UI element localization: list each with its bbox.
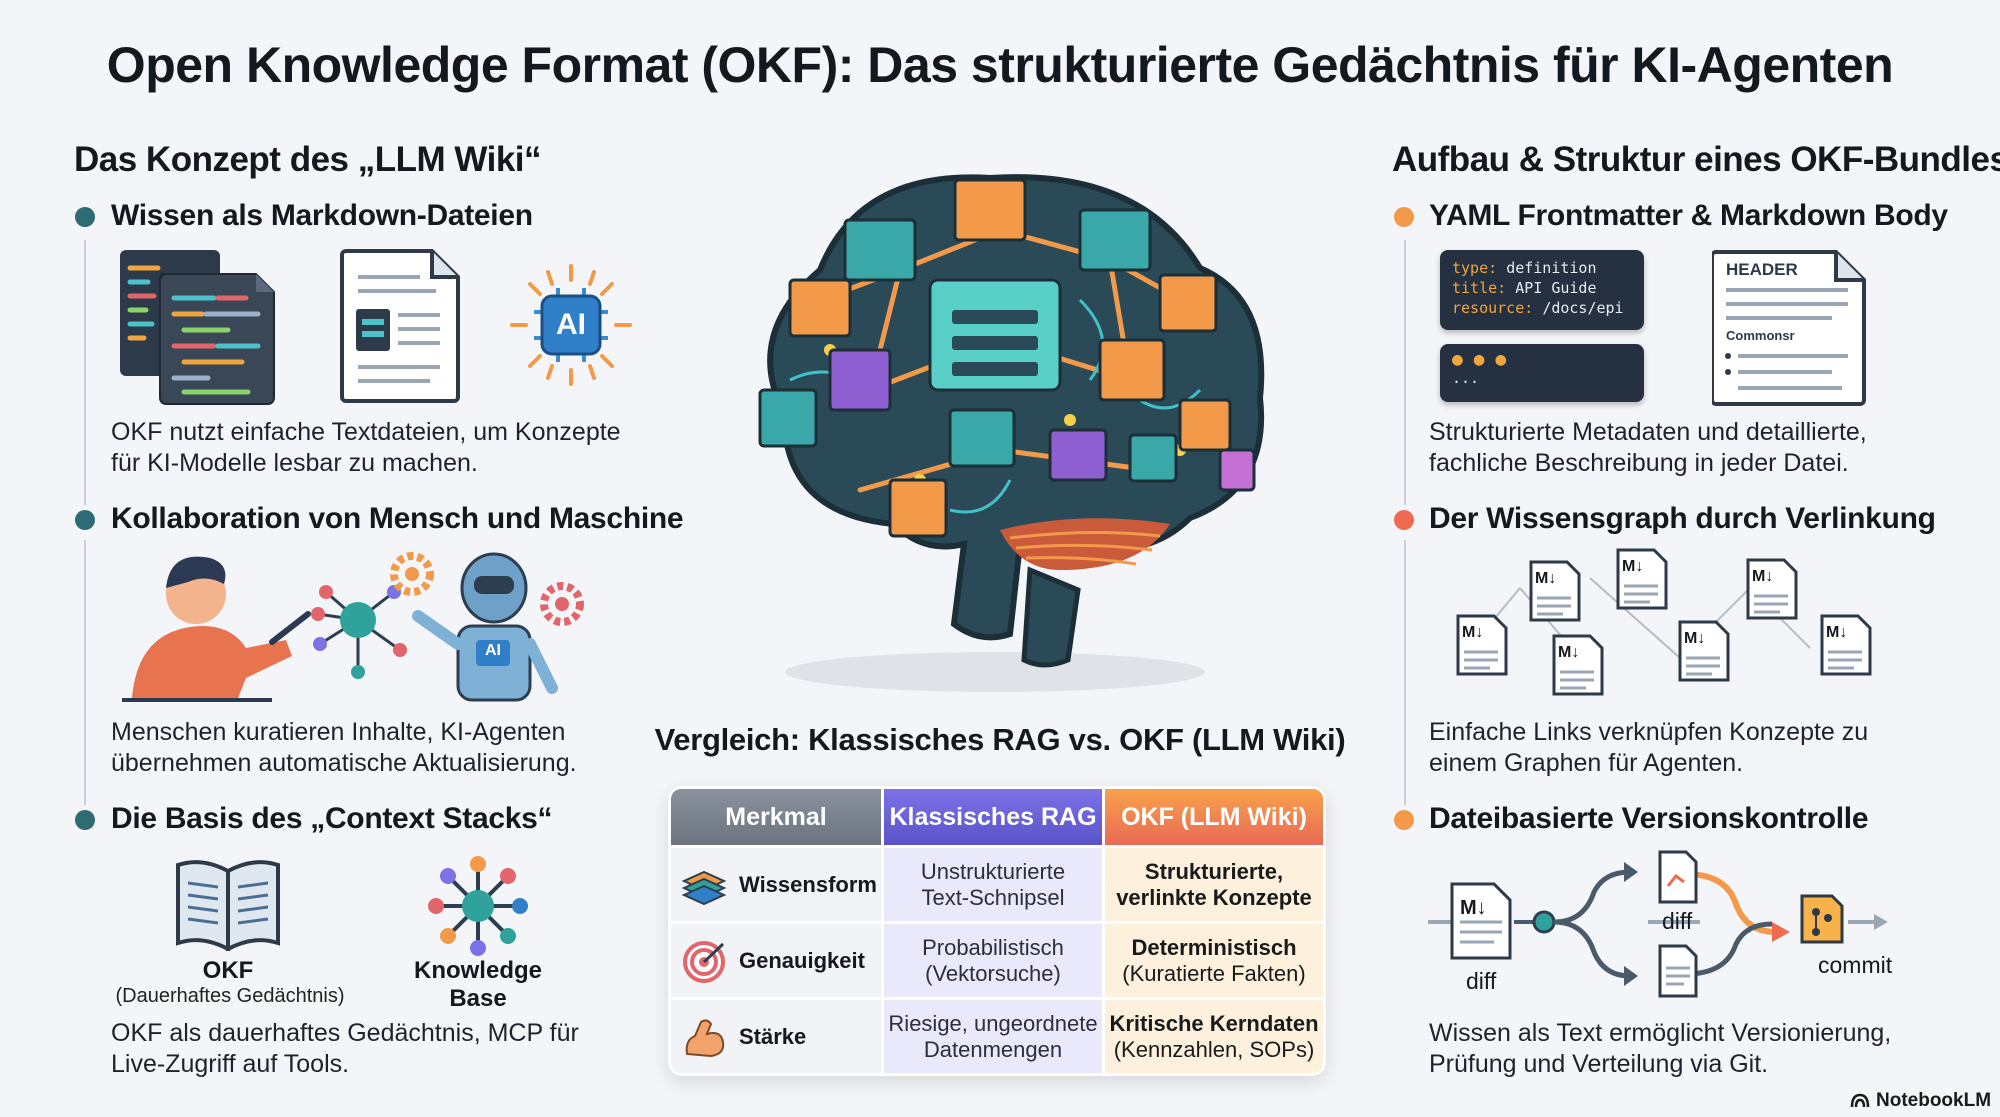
header-okf: OKF (LLM Wiki) <box>1105 789 1323 845</box>
notebooklm-icon <box>1850 1093 1870 1108</box>
left-connector-line-2 <box>84 540 86 805</box>
section-desc-yaml: Strukturierte Metadaten und detaillierte… <box>1429 418 1867 477</box>
bullet-dot <box>75 510 95 530</box>
git-versioning-illustration: M↓ diff diff commit <box>1428 846 1928 1006</box>
diff-label-2: diff <box>1662 908 1693 934</box>
knowledge-graph-illustration: M↓ M↓ M↓ M↓ M↓ M↓ M↓ <box>1450 548 1890 708</box>
ai-chip-label: AI <box>556 308 586 341</box>
section-title-versioning: Dateibasierte Versionskontrolle <box>1429 802 1869 835</box>
markdown-file-icon: M↓ <box>1678 620 1730 687</box>
section-desc-context-stack: OKF als dauerhaftes Gedächtnis, MCP für … <box>111 1019 579 1078</box>
section-title-collaboration: Kollaboration von Mensch und Maschine <box>111 502 684 535</box>
table-header-row: Merkmal Klassisches RAG OKF (LLM Wiki) <box>671 789 1323 845</box>
feature-cell: Genauigkeit <box>671 924 881 997</box>
comparison-table: Merkmal Klassisches RAG OKF (LLM Wiki) W… <box>668 786 1326 1076</box>
right-connector-line-1 <box>1404 240 1406 505</box>
knowledge-brain-illustration <box>700 150 1290 710</box>
header-merkmal: Merkmal <box>671 789 881 845</box>
page-title: Open Knowledge Format (OKF): Das struktu… <box>106 37 1894 93</box>
code-files-icon <box>118 246 278 406</box>
document-icon <box>340 247 464 405</box>
header-label: HEADER <box>1726 260 1798 279</box>
markdown-file-icon: M↓ <box>1616 548 1668 615</box>
markdown-file-icon: M↓ <box>1529 560 1581 627</box>
section-desc-markdown: OKF nutzt einfache Textdateien, um Konze… <box>111 418 621 477</box>
markdown-file-icon: M↓ <box>1820 614 1872 681</box>
muscle-icon <box>685 1018 725 1057</box>
rag-cell: Probabilistisch(Vektorsuche) <box>884 924 1102 997</box>
markdown-file-icon: M↓ <box>1746 558 1798 625</box>
feature-cell: Stärke <box>671 1000 881 1073</box>
right-heading: Aufbau & Struktur eines OKF-Bundles <box>1392 140 2000 179</box>
markdown-doc-label: M↓ <box>1460 897 1487 919</box>
bullet-dot <box>1394 510 1414 530</box>
terminal-box: ● ● ● ... <box>1440 344 1644 402</box>
section-title-yaml: YAML Frontmatter & Markdown Body <box>1429 199 1948 232</box>
section-title-markdown: Wissen als Markdown-Dateien <box>111 199 533 232</box>
target-icon <box>683 940 725 983</box>
table-row: Genauigkeit Probabilistisch(Vektorsuche)… <box>671 924 1323 997</box>
bullet-dot <box>1394 810 1414 830</box>
left-heading: Das Konzept des „LLM Wiki“ <box>74 140 542 179</box>
layers-icon <box>681 870 727 905</box>
section-desc-collaboration: Menschen kuratieren Inhalte, KI-Agenten … <box>111 718 577 777</box>
yaml-code-box: type: definition title: API Guide resour… <box>1440 250 1644 330</box>
robot-ai-label: AI <box>485 642 501 659</box>
section-title-graph: Der Wissensgraph durch Verlinkung <box>1429 502 1936 535</box>
ai-chip-icon: AI <box>508 262 634 388</box>
okf-cell: Strukturierte,verlinkte Konzepte <box>1105 848 1323 921</box>
okf-cell: Deterministisch(Kuratierte Fakten) <box>1105 924 1323 997</box>
bullet-dot <box>1394 207 1414 227</box>
bullet-dot <box>75 810 95 830</box>
open-book-icon <box>170 855 286 953</box>
okf-sublabel: (Dauerhaftes Gedächtnis) <box>115 985 345 1007</box>
left-connector-line-1 <box>84 240 86 505</box>
markdown-body-document: HEADER Commonsr <box>1710 248 1868 406</box>
bullet-dot <box>75 207 95 227</box>
knowledge-base-label: Knowledge Base <box>413 957 542 1012</box>
right-connector-line-2 <box>1404 540 1406 805</box>
commons-label: Commonsr <box>1726 328 1795 343</box>
markdown-file-icon: M↓ <box>1552 634 1604 701</box>
section-title-context-stack: Die Basis des „Context Stacks“ <box>111 802 553 835</box>
section-desc-graph: Einfache Links verknüpfen Konzepte zu ei… <box>1429 718 1869 777</box>
comparison-title: Vergleich: Klassisches RAG vs. OKF (LLM … <box>654 722 1346 757</box>
diff-label-1: diff <box>1466 968 1497 994</box>
okf-cell: Kritische Kerndaten(Kennzahlen, SOPs) <box>1105 1000 1323 1073</box>
human-ai-collaboration-illustration: AI <box>122 548 592 708</box>
markdown-file-icon: M↓ <box>1456 614 1508 681</box>
section-desc-versioning: Wissen als Text ermöglicht Versionierung… <box>1429 1019 1892 1078</box>
okf-label: OKF <box>202 957 254 984</box>
feature-cell: Wissensform <box>671 848 881 921</box>
notebooklm-logo: NotebookLM <box>1850 1090 1991 1112</box>
knowledge-base-network-icon <box>426 854 530 958</box>
commit-label: commit <box>1818 952 1893 978</box>
header-rag: Klassisches RAG <box>884 789 1102 845</box>
